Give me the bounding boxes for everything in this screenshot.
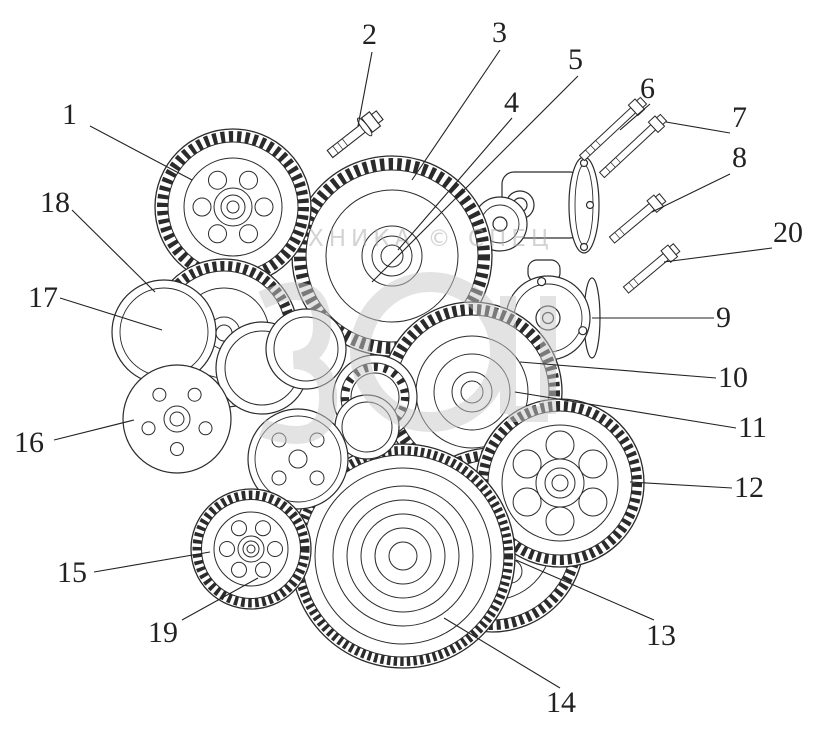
gear-part-3 — [291, 155, 493, 357]
gear-part-15 — [190, 488, 312, 610]
part-label-2: 2 — [362, 18, 377, 51]
part-label-20: 20 — [773, 216, 803, 249]
bolt-part-7 — [598, 113, 668, 179]
watermark: ХНИКА © СПЕЦ — [258, 226, 556, 444]
part-label-15: 15 — [57, 556, 87, 589]
part-label-12: 12 — [734, 471, 764, 504]
pump-assembly-part-5 — [472, 156, 600, 254]
part-label-1: 1 — [62, 98, 77, 131]
bolt-part-20 — [622, 243, 681, 294]
part-label-16: 16 — [14, 426, 44, 459]
part-label-8: 8 — [732, 141, 747, 174]
watermark-glyph-right — [500, 296, 556, 422]
part-label-9: 9 — [716, 301, 731, 334]
part-label-11: 11 — [738, 411, 767, 444]
part-label-6: 6 — [640, 72, 655, 105]
part-label-3: 3 — [492, 16, 507, 49]
bolt-part-2 — [326, 110, 384, 159]
part-label-10: 10 — [718, 361, 748, 394]
bolt-part-6 — [578, 96, 648, 162]
part-label-4: 4 — [504, 86, 519, 119]
gear-part-14 — [290, 443, 516, 669]
part-label-17: 17 — [28, 281, 58, 314]
part-label-5: 5 — [568, 43, 583, 76]
leader-lines — [53, 49, 773, 689]
gear-part-12 — [475, 398, 645, 568]
part-label-13: 13 — [646, 619, 676, 652]
watermark-glyph-left — [258, 282, 338, 444]
gear-part-1 — [154, 128, 312, 286]
part-label-7: 7 — [732, 101, 747, 134]
flange-part-16 — [122, 364, 232, 474]
watermark-text: ХНИКА © СПЕЦ — [308, 226, 554, 252]
part-label-19: 19 — [148, 616, 178, 649]
part-label-18: 18 — [40, 186, 70, 219]
bolt-part-8 — [608, 193, 667, 244]
part-label-14: 14 — [546, 686, 576, 719]
